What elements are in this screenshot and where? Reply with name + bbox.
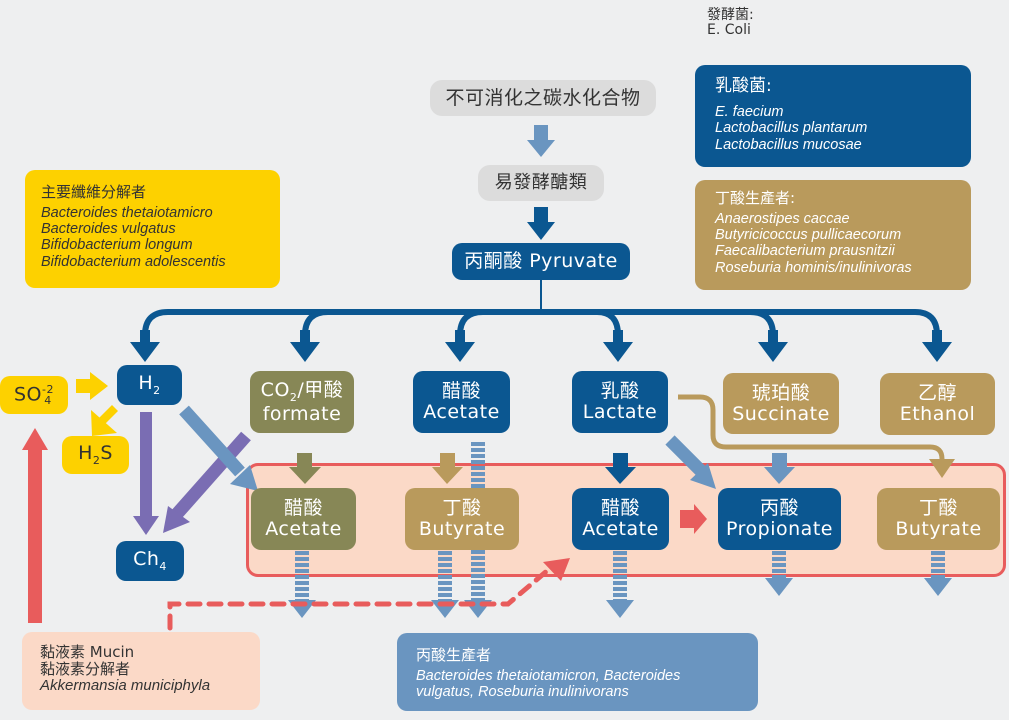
node-acetate-top-zh: 醋酸: [441, 380, 481, 403]
striped-arrow-propionate: [765, 551, 793, 596]
fermenters-note: 發酵菌: E. Coli: [707, 7, 754, 39]
lactic-box-title: 乳酸菌:: [715, 76, 772, 96]
node-pyruvate-label: 丙酮酸 Pyruvate: [464, 250, 618, 273]
node-acetate-b-zh: 醋酸: [600, 497, 640, 520]
node-formate-label: formate: [262, 402, 342, 425]
node-butyrate-a: 丁酸 Butyrate: [405, 488, 519, 550]
node-butyrate-b: 丁酸 Butyrate: [877, 488, 1000, 550]
striped-arrow-butyrate-a: [431, 551, 459, 618]
butyrate-species-1: Anaerostipes caccae: [715, 210, 850, 227]
node-ethanol: 乙醇 Ethanol: [880, 373, 995, 435]
node-indigestible-carbs: 不可消化之碳水化合物: [430, 80, 656, 116]
node-acetate-a-zh: 醋酸: [283, 497, 323, 520]
fiber-species-2: Bacteroides vulgatus: [41, 221, 176, 238]
node-pyruvate: 丙酮酸 Pyruvate: [452, 243, 630, 280]
fiber-species-3: Bifidobacterium longum: [41, 237, 193, 254]
branch-arrowheads: [130, 330, 952, 362]
node-butyrate-b-zh: 丁酸: [918, 497, 958, 520]
arrow-fermentable-to-pyruvate: [527, 207, 555, 240]
lactic-acid-bacteria-box: 乳酸菌: E. faecium Lactobacillus plantarum …: [695, 65, 971, 167]
propionate-producers-title: 丙酸生產者: [416, 646, 492, 664]
fiber-species-1: Bacteroides thetaiotamicro: [41, 204, 213, 221]
arrow-succinate-to-propionate: [764, 453, 795, 484]
node-fermentable-sugars: 易發酵醣類: [478, 165, 604, 201]
fermenters-label: 發酵菌:: [707, 7, 754, 23]
node-butyrate-a-zh: 丁酸: [442, 497, 482, 520]
node-fermentable-label: 易發酵醣類: [494, 172, 588, 194]
node-acetate-b-en: Acetate: [582, 518, 659, 540]
node-propionate-zh: 丙酸: [759, 497, 799, 520]
arrow-acetate-to-butyrate: [432, 453, 463, 484]
mucin-species: Akkermansia municiphyla: [40, 676, 211, 694]
butyrate-species-3: Faecalibacterium prausnitzii: [715, 243, 895, 260]
node-indigestible-label: 不可消化之碳水化合物: [445, 86, 641, 109]
lactic-species-1: E. faecium: [715, 104, 784, 121]
butyrate-species-4: Roseburia hominis/inulinivoras: [715, 259, 912, 276]
pyruvate-branch: [142, 280, 940, 336]
butyrate-species-2: Butyricicoccus pullicaecorum: [715, 227, 902, 244]
node-butyrate-b-en: Butyrate: [895, 518, 982, 540]
fiber-species-4: Bifidobacterium adolescentis: [41, 253, 226, 270]
fiber-degraders-title: 主要纖維分解者: [41, 183, 147, 201]
node-lactate-zh: 乳酸: [600, 380, 640, 403]
node-ch4-label: Ch4: [133, 548, 167, 573]
propionate-producers-box: 丙酸生產者 Bacteroides thetaiotamicron, Bacte…: [397, 633, 758, 711]
node-acetate-a-en: Acetate: [265, 518, 342, 540]
node-ethanol-en: Ethanol: [899, 403, 976, 425]
node-h2s: H2S: [62, 436, 129, 474]
node-co2-formate: CO2/甲酸 formate: [250, 371, 354, 433]
mucin-degraders-label: 黏液素分解者: [40, 659, 131, 678]
mucin-label: 黏液素 Mucin: [40, 643, 135, 661]
arrow-acetate-to-propionate: [680, 504, 707, 534]
fermenters-species: E. Coli: [707, 22, 751, 39]
lactic-species-2: Lactobacillus plantarum: [715, 120, 868, 137]
arrow-h2-to-acetate: [179, 405, 258, 491]
arrow-lactate-to-acetate: [605, 453, 636, 484]
node-succinate-zh: 琥珀酸: [751, 381, 811, 404]
node-butyrate-a-en: Butyrate: [418, 518, 506, 540]
node-acetate-a: 醋酸 Acetate: [251, 488, 356, 550]
node-lactate: 乳酸 Lactate: [572, 371, 668, 433]
node-acetate-top-en: Acetate: [423, 401, 500, 423]
node-propionate-en: Propionate: [726, 518, 833, 540]
node-acetate-top: 醋酸 Acetate: [413, 371, 510, 433]
node-ethanol-zh: 乙醇: [917, 382, 957, 405]
node-h2s-label: H2S: [78, 442, 113, 467]
butyrate-producers-box: 丁酸生產者: Anaerostipes caccae Butyricicoccu…: [695, 180, 971, 290]
arrow-lactate-to-propionate: [665, 435, 716, 489]
arrow-mucin-dashed: [167, 558, 570, 631]
arrow-mucin-to-so4: [22, 428, 48, 623]
arrow-formate-to-acetate: [289, 453, 321, 484]
arrow-h2-to-ch4: [133, 412, 159, 535]
node-ch4: Ch4: [116, 541, 184, 581]
arrow-lactate-to-butyrate: [678, 394, 955, 478]
node-propionate: 丙酸 Propionate: [718, 488, 841, 550]
propionate-species: Bacteroides thetaiotamicron, Bacteroides…: [416, 667, 681, 701]
striped-arrow-acetate-b: [606, 551, 634, 618]
butyrate-producers-title: 丁酸生產者:: [715, 189, 796, 207]
node-succinate-en: Succinate: [732, 402, 830, 425]
node-h2-label: H2: [138, 372, 161, 397]
node-lactate-en: Lactate: [582, 401, 658, 423]
node-h2: H2: [117, 365, 182, 405]
fiber-degraders-box: 主要纖維分解者 Bacteroides thetaiotamicro Bacte…: [25, 170, 280, 288]
arrow-h2-to-h2s: [91, 405, 118, 436]
arrow-indigestible-to-fermentable: [527, 125, 555, 157]
mucin-box: 黏液素 Mucin 黏液素分解者 Akkermansia municiphyla: [22, 632, 260, 710]
striped-arrow-butyrate-b: [924, 551, 952, 596]
node-acetate-b: 醋酸 Acetate: [572, 488, 669, 550]
node-succinate: 琥珀酸 Succinate: [723, 373, 839, 434]
lactic-species-3: Lactobacillus mucosae: [715, 136, 862, 153]
arrow-so4-to-h2: [76, 372, 108, 400]
node-co2-label: CO2/甲酸: [260, 378, 344, 404]
arrow-co2-to-ch4: [163, 431, 251, 533]
striped-arrow-acetate-a: [288, 551, 316, 618]
